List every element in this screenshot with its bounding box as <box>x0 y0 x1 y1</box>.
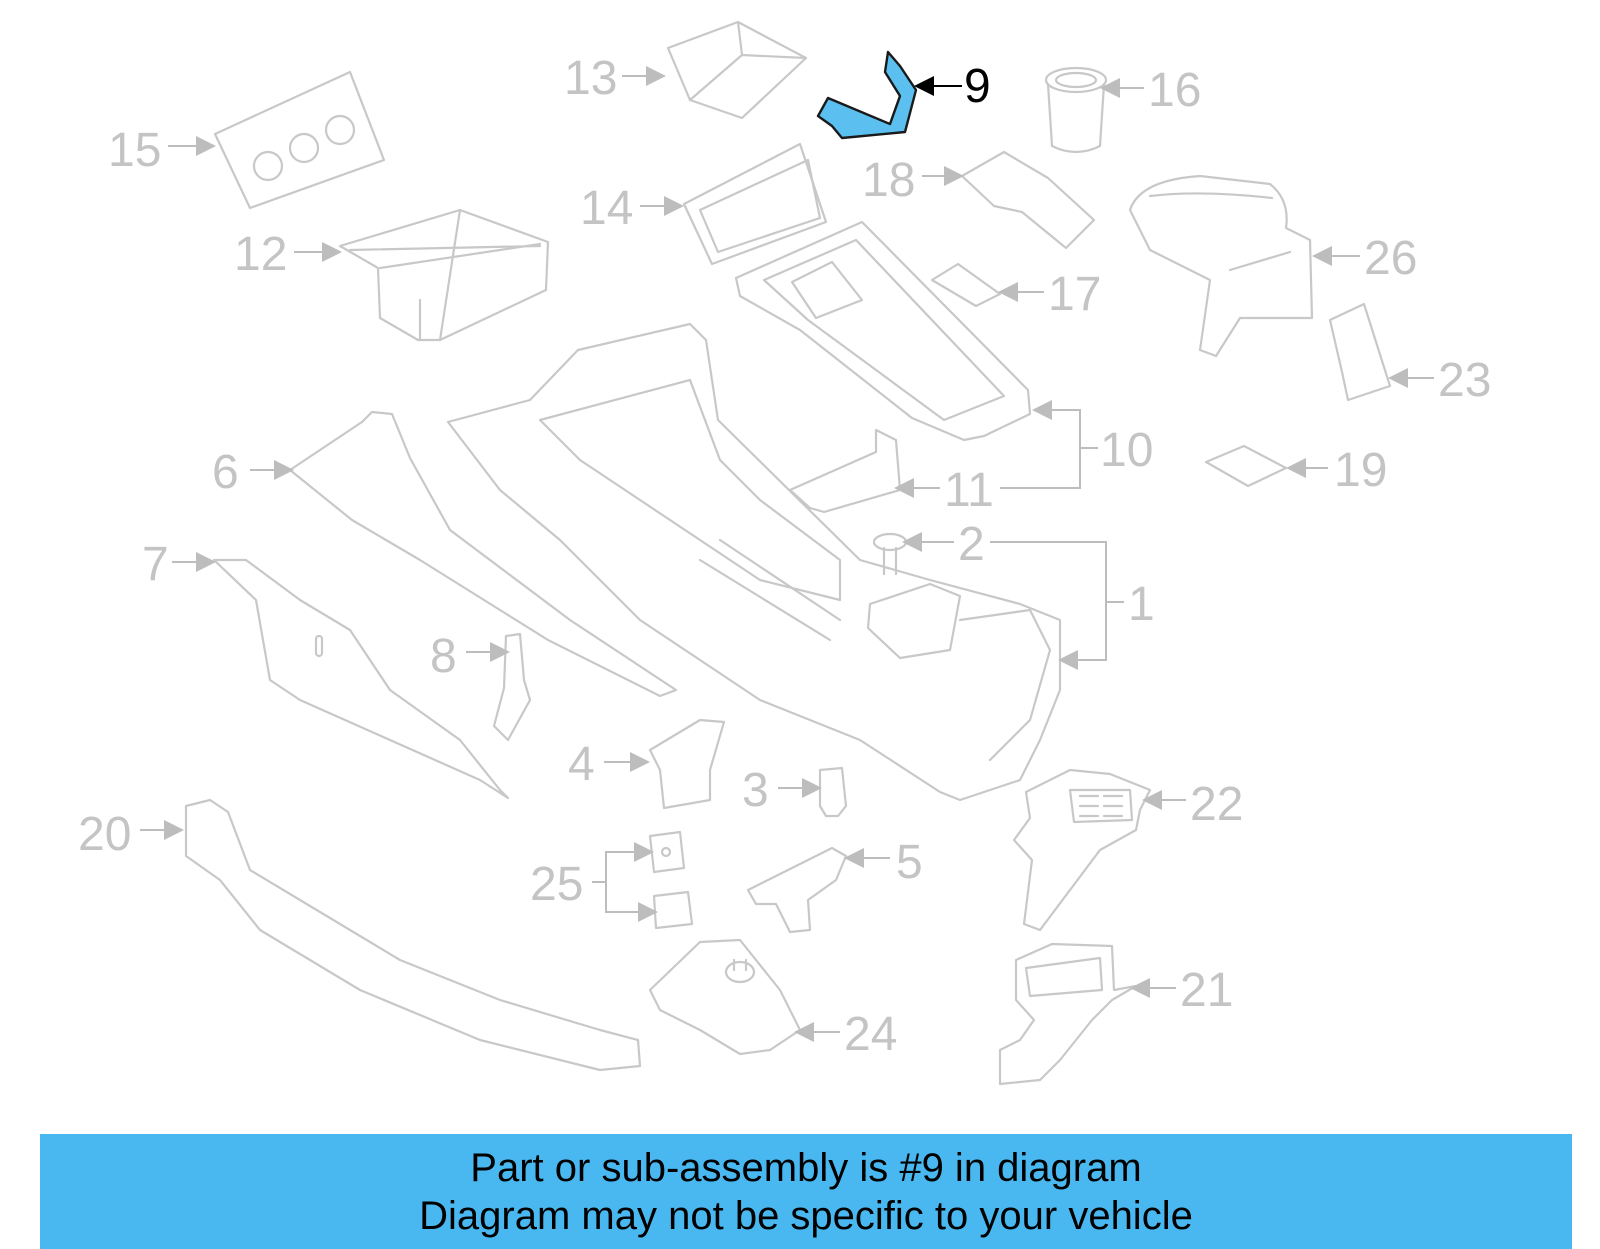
callout-7: 7 <box>142 538 169 591</box>
callout-13: 13 <box>564 52 617 105</box>
part-2-clip <box>872 532 908 576</box>
part-9-bracket[interactable] <box>816 50 918 140</box>
callout-9[interactable]: 9 <box>964 60 991 113</box>
part-4-bracket <box>648 718 726 810</box>
callout-2: 2 <box>958 518 985 571</box>
callout-3: 3 <box>742 764 769 817</box>
callout-8: 8 <box>430 630 457 683</box>
callout-20: 20 <box>78 808 131 861</box>
leader-lines <box>140 66 1434 1042</box>
part-25-clips <box>648 830 694 930</box>
callout-21: 21 <box>1180 964 1233 1017</box>
part-6-side-trim <box>288 410 678 698</box>
callout-10: 10 <box>1100 424 1153 477</box>
callout-18: 18 <box>862 154 915 207</box>
part-12-storage <box>338 208 550 342</box>
callout-25: 25 <box>530 858 583 911</box>
callout-23: 23 <box>1438 354 1491 407</box>
callout-26: 26 <box>1364 232 1417 285</box>
part-15-switch-panel <box>213 70 386 210</box>
callout-11: 11 <box>944 464 994 517</box>
part-17-pad <box>930 262 1002 308</box>
banner-line-disclaimer: Diagram may not be specific to your vehi… <box>419 1194 1193 1238</box>
part-23-bracket <box>1328 302 1392 402</box>
callout-14: 14 <box>580 182 633 235</box>
callout-5: 5 <box>896 836 923 889</box>
callout-17: 17 <box>1048 268 1101 321</box>
callout-16: 16 <box>1148 64 1201 117</box>
part-14-cover <box>682 142 828 266</box>
callout-24: 24 <box>844 1008 897 1061</box>
part-20-duct <box>184 798 642 1072</box>
part-5-trim <box>746 846 848 934</box>
callout-15: 15 <box>108 124 161 177</box>
part-24-shifter <box>648 938 802 1056</box>
part-1-console <box>446 322 1062 802</box>
callout-4: 4 <box>568 738 595 791</box>
part-16-cup <box>1044 66 1108 154</box>
part-13-tray <box>666 20 808 120</box>
info-banner: Part or sub-assembly is #9 in diagram Di… <box>40 1134 1572 1249</box>
callout-6: 6 <box>212 446 239 499</box>
part-7-panel <box>212 558 510 800</box>
banner-line-part: Part or sub-assembly is #9 in diagram <box>470 1146 1142 1190</box>
callout-22: 22 <box>1190 778 1243 831</box>
part-8-bracket <box>492 632 532 742</box>
part-3-plug <box>818 766 848 818</box>
part-11-bracket <box>788 428 902 514</box>
part-21-duct-box <box>998 942 1138 1086</box>
part-22-vent <box>1012 768 1152 932</box>
callout-labels: 13 9 16 15 18 14 26 12 17 23 10 19 6 11 … <box>78 52 1491 1061</box>
callout-1: 1 <box>1128 578 1155 631</box>
part-18-mat <box>960 150 1096 250</box>
part-19-pad <box>1204 444 1288 488</box>
part-10-trim <box>734 220 1032 442</box>
callout-19: 19 <box>1334 444 1387 497</box>
part-26-armrest <box>1128 174 1314 358</box>
callout-12: 12 <box>234 228 287 281</box>
